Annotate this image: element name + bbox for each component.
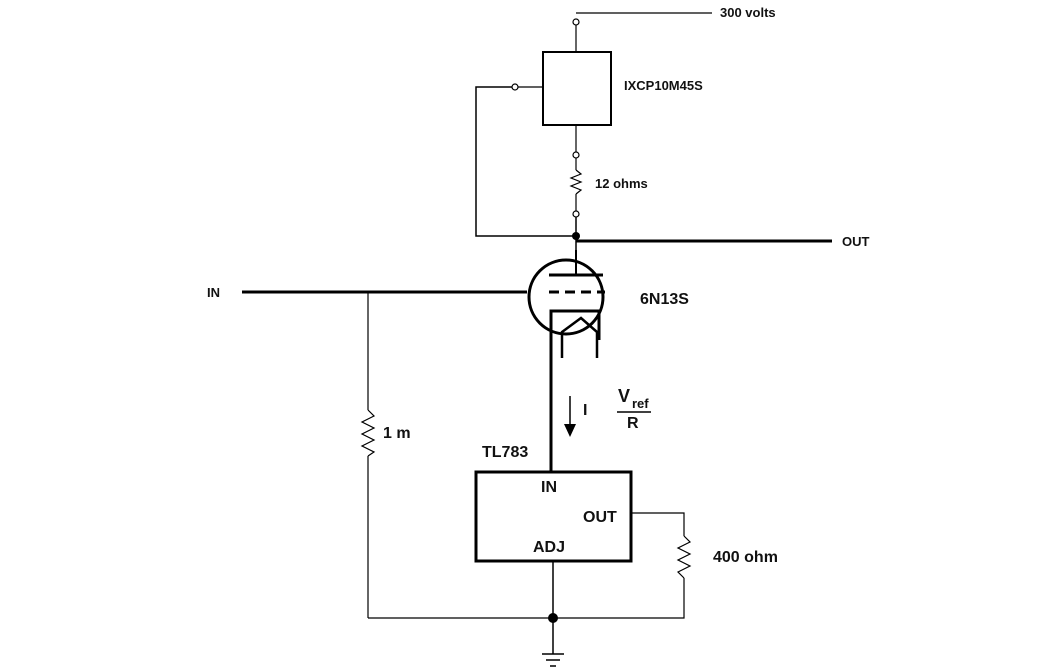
adj-node [368, 561, 558, 623]
triode-6n13s: 6N13S [527, 250, 689, 358]
resistor-400-ohm: 400 ohm [553, 512, 778, 619]
regulator-pin-in: IN [541, 479, 557, 496]
resistor-1m-zigzag [360, 409, 376, 457]
current-arrow: I [564, 396, 587, 437]
regulator-body [474, 470, 633, 563]
resistor-400-label: 400 ohm [713, 549, 778, 566]
in-label: IN [207, 285, 220, 300]
input-node: IN [207, 285, 527, 300]
mosfet-output-terminal [572, 151, 580, 159]
tube-label: 6N13S [640, 291, 689, 308]
supply-terminal [572, 18, 580, 26]
out-label: OUT [842, 234, 870, 249]
regulator-pin-adj: ADJ [533, 539, 565, 556]
regulator-tl783: TL783 IN OUT ADJ [474, 444, 633, 563]
resistor-bottom-terminal [572, 210, 580, 218]
resistor-12-ohms-label: 12 ohms [595, 176, 648, 191]
current-label: I [583, 402, 587, 419]
resistor-1m: 1 m [360, 292, 411, 618]
junction-dot-plate [572, 232, 580, 240]
resistor-12-ohms-zigzag [569, 169, 583, 195]
tube-envelope [527, 258, 605, 336]
resistor-12-ohms: 12 ohms [569, 158, 648, 250]
resistor-1m-label: 1 m [383, 425, 411, 442]
vref-sub: ref [632, 396, 649, 411]
vref-v: V [618, 386, 630, 406]
supply-rail: 300 volts [572, 5, 776, 52]
tube-cathode [549, 309, 601, 340]
gate-feedback-wire [475, 86, 576, 237]
mosfet-gate-terminal [511, 83, 519, 91]
tube-heater [560, 316, 599, 358]
ground-symbol [542, 618, 564, 667]
regulator-pin-out: OUT [583, 509, 617, 526]
vref-denominator: R [627, 415, 639, 432]
supply-label: 300 volts [720, 5, 776, 20]
mosfet-label: IXCP10M45S [624, 78, 703, 93]
resistor-400-zigzag [676, 535, 692, 579]
mosfet-ixcp10m45s: IXCP10M45S [511, 51, 703, 159]
current-arrow-head [564, 424, 576, 437]
mosfet-body [542, 51, 612, 126]
vref-over-r: V ref R [617, 386, 651, 432]
output-node: OUT [572, 232, 870, 249]
regulator-label: TL783 [482, 444, 528, 461]
